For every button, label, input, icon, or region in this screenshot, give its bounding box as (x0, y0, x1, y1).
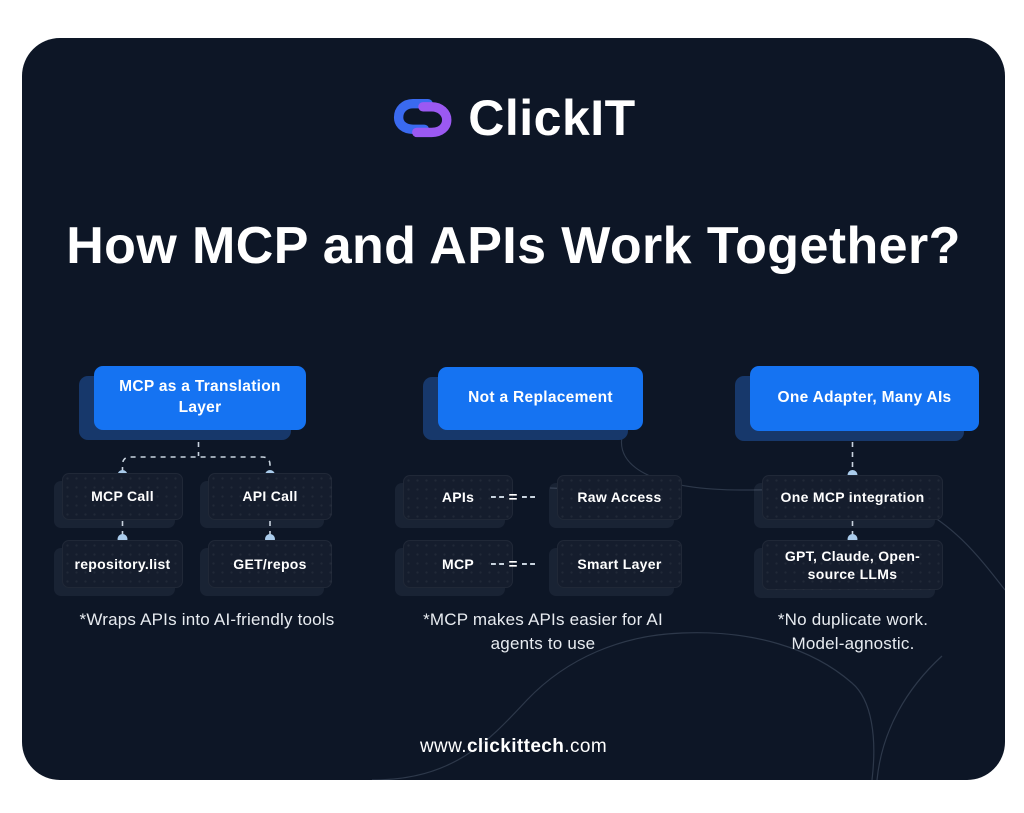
equals-sign: = (508, 488, 518, 506)
node-llms: GPT, Claude, Open-source LLMs (762, 540, 943, 590)
page-title: How MCP and APIs Work Together? (66, 217, 961, 275)
equals-connector-row2: = (485, 555, 541, 573)
brand-logo: ClickIT (22, 93, 1005, 143)
website-url: www.clickittech.com (22, 736, 1005, 758)
footnote-column3: *No duplicate work. Model-agnostic. (738, 608, 968, 656)
node-one-mcp-integration: One MCP integration (762, 475, 943, 520)
dash-segment (490, 563, 504, 565)
node-api-call: API Call (208, 473, 332, 520)
column-header-translation-layer: MCP as a Translation Layer (94, 366, 306, 430)
footnote-line: *Wraps APIs into AI-friendly tools (79, 610, 335, 629)
footnote-line: agents to use (490, 633, 596, 653)
node-smart-layer: Smart Layer (557, 540, 682, 588)
url-domain: clickittech (466, 736, 565, 757)
footnote-column2: *MCP makes APIs easier for AI agents to … (398, 608, 688, 656)
dash-segment (522, 563, 536, 565)
node-raw-access: Raw Access (557, 475, 682, 520)
clickit-logo-icon (394, 98, 452, 138)
node-get-repos: GET/repos (208, 540, 332, 588)
footnote-line: *No duplicate work. (777, 610, 929, 629)
column-header-not-a-replacement: Not a Replacement (438, 367, 643, 430)
equals-sign: = (508, 555, 518, 573)
footnote-line: *MCP makes APIs easier for AI (423, 610, 663, 629)
url-suffix: .com (564, 736, 608, 757)
infographic-card: ClickIT How MCP and APIs Work Together? … (22, 38, 1005, 780)
column-header-one-adapter: One Adapter, Many AIs (750, 366, 979, 431)
dash-segment (490, 496, 504, 498)
node-mcp-call: MCP Call (62, 473, 183, 520)
url-prefix: www. (419, 736, 467, 757)
dash-segment (522, 496, 536, 498)
footnote-line: Model-agnostic. (791, 633, 915, 653)
brand-name: ClickIT (468, 90, 636, 146)
footnote-column1: *Wraps APIs into AI-friendly tools (52, 608, 362, 632)
node-repository-list: repository.list (62, 540, 183, 588)
equals-connector-row1: = (485, 488, 541, 506)
